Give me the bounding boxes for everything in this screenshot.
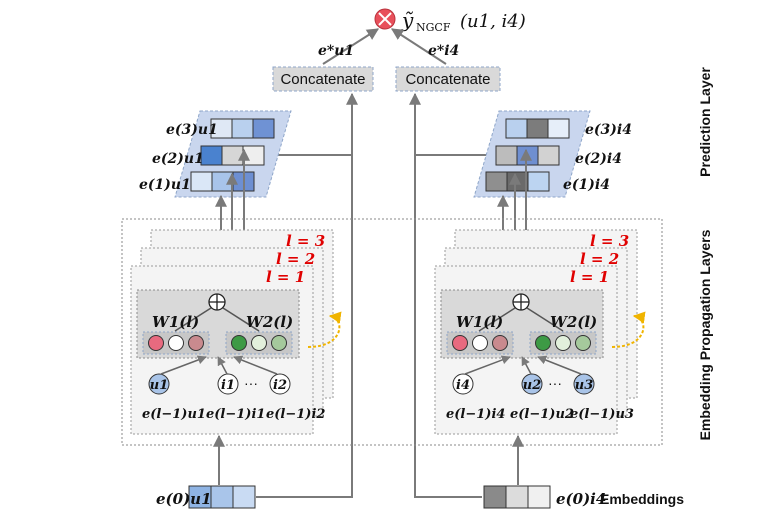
embedding-cell [537, 145, 560, 166]
graph-node [269, 373, 291, 395]
message-circle [168, 335, 184, 351]
graph-node [573, 373, 595, 395]
graph-node-label: i2 [273, 378, 287, 393]
left-l1: l = 1 [266, 268, 305, 286]
e-i-1-label: e(1)i4 [563, 177, 610, 193]
embedding-cell [190, 171, 213, 192]
item-embedding-bar [483, 485, 551, 509]
left-l3: l = 3 [286, 232, 325, 250]
left-e-i1: e(l−1)i1 [206, 407, 265, 422]
left-w1: W1(l) [152, 313, 199, 331]
message-circle [271, 335, 287, 351]
graph-node-label: i4 [456, 378, 470, 393]
message-circle [231, 335, 247, 351]
graph-node-label: u1 [150, 378, 169, 393]
embedding-cell [211, 171, 234, 192]
embedding-cell [252, 118, 275, 139]
embedding-cell [516, 145, 539, 166]
embedding-cell [527, 485, 551, 509]
message-circle [492, 335, 508, 351]
message-circle [148, 335, 164, 351]
concatenate-right: Concatenate [395, 66, 501, 92]
graph-node-label: i1 [221, 378, 235, 393]
graph-node [148, 373, 170, 395]
e-u-0-label: e(0)u1 [156, 490, 212, 508]
embedding-cell [495, 145, 518, 166]
embedding-cell [483, 485, 507, 509]
left-feedback-arrow [307, 311, 342, 348]
left-w2: W2(l) [246, 313, 293, 331]
message-circle [188, 335, 204, 351]
e-u-3-label: e(3)u1 [166, 122, 218, 138]
output-subscript: NGCF [416, 21, 451, 34]
e-i-2-label: e(2)i4 [575, 151, 622, 167]
embedding-cell [210, 485, 234, 509]
propagation-region [121, 218, 663, 446]
left-l2: l = 2 [276, 250, 315, 268]
right-l3: l = 3 [590, 232, 629, 250]
output-args: (u1, i4) [460, 11, 526, 32]
e-u-star-label: e*u1 [318, 43, 354, 59]
graph-node-label: u2 [523, 378, 542, 393]
user-layer-stack [174, 110, 292, 198]
graph-node [452, 373, 474, 395]
message-circle [555, 335, 571, 351]
embedding-cell [485, 171, 508, 192]
item-layer-stack [473, 110, 591, 198]
oplus-icon [208, 293, 226, 311]
right-l2: l = 2 [580, 250, 619, 268]
right-e-u3: e(l−1)u3 [570, 407, 634, 422]
right-dots: ··· [548, 375, 562, 391]
left-dots: ··· [244, 375, 258, 391]
left-e-u1: e(l−1)u1 [142, 407, 206, 422]
embedding-cell [547, 118, 570, 139]
embedding-cell [232, 485, 256, 509]
side-label-embeddings: Embeddings [600, 491, 684, 507]
otimes-icon [374, 8, 396, 30]
embedding-cell [505, 118, 528, 139]
right-e-i4: e(l−1)i4 [446, 407, 505, 422]
embedding-cell [242, 145, 265, 166]
right-l1: l = 1 [570, 268, 609, 286]
message-circle [575, 335, 591, 351]
side-label-propagation: Embedding Propagation Layers [697, 229, 713, 440]
message-circle [535, 335, 551, 351]
output-score: ỹ [401, 8, 414, 32]
graph-node [217, 373, 239, 395]
right-e-u2: e(l−1)u2 [510, 407, 574, 422]
right-w2: W2(l) [550, 313, 597, 331]
oplus-icon [512, 293, 530, 311]
e-u-1-label: e(1)u1 [139, 177, 191, 193]
embedding-cell [221, 145, 244, 166]
embedding-cell [505, 485, 529, 509]
embedding-cell [526, 118, 549, 139]
embedding-cell [506, 171, 529, 192]
user-embedding-bar [188, 485, 256, 509]
side-label-prediction: Prediction Layer [697, 67, 713, 177]
concatenate-left: Concatenate [272, 66, 374, 92]
e-u-2-label: e(2)u1 [152, 151, 204, 167]
graph-node [521, 373, 543, 395]
e-i-star-label: e*i4 [428, 43, 459, 59]
embedding-cell [200, 145, 223, 166]
right-feedback-arrow [611, 311, 646, 348]
message-circle [251, 335, 267, 351]
left-e-i2: e(l−1)i2 [266, 407, 325, 422]
svg-text:Concatenate: Concatenate [405, 71, 490, 88]
graph-node-label: u3 [575, 378, 594, 393]
e-i-0-label: e(0)i4 [556, 490, 606, 508]
embedding-cell [527, 171, 550, 192]
message-circle [472, 335, 488, 351]
message-circle [452, 335, 468, 351]
embedding-cell [231, 118, 254, 139]
right-w1: W1(l) [456, 313, 503, 331]
svg-text:Concatenate: Concatenate [280, 71, 365, 88]
e-i-3-label: e(3)i4 [585, 122, 632, 138]
